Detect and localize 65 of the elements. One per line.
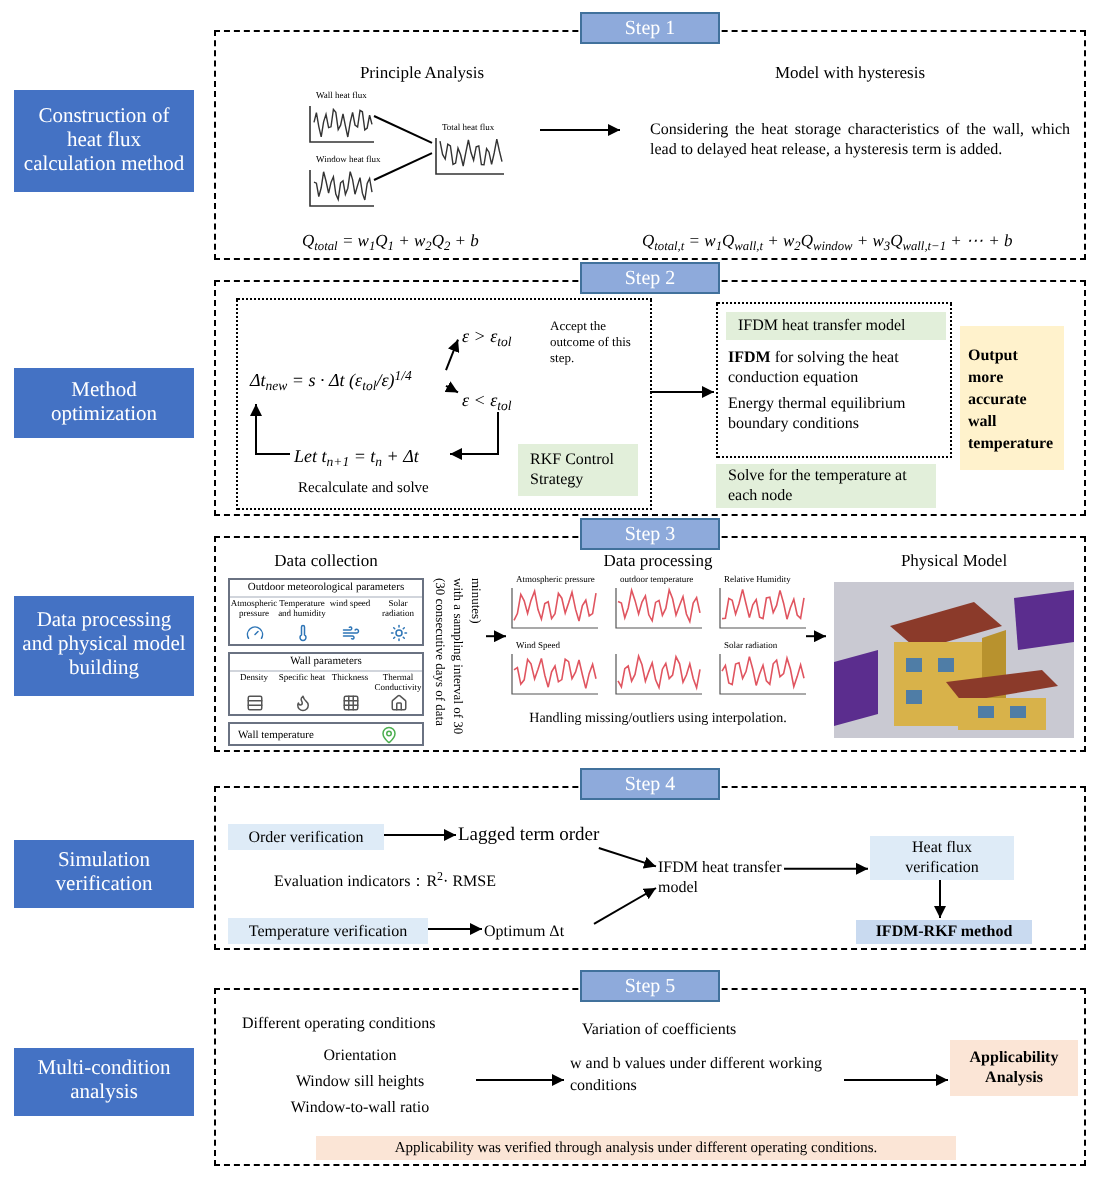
arrow [783, 862, 869, 875]
stage-box: Data processing and physical model building [14, 596, 194, 696]
arrow [485, 630, 507, 643]
section-title: Model with hysteresis [772, 60, 928, 86]
stage-box: Multi-condition analysis [14, 1048, 194, 1116]
arrow [593, 887, 657, 925]
highlight-box: Applicability Analysis [950, 1040, 1078, 1096]
step-text: IFDM heat transfer model [658, 854, 786, 902]
formula: Let t$_{n+1}$ = t$_{n}$ + Δt [294, 444, 454, 472]
parameter-panel [228, 578, 424, 646]
list-item: Orientation [323, 1046, 397, 1066]
stage-box: Simulation verification [14, 840, 194, 908]
dotted-box [716, 302, 952, 458]
step-tab: Step 5 [580, 970, 720, 1002]
arrow [449, 411, 499, 460]
highlight-box: IFDM heat transfer model [726, 312, 946, 340]
arrow [649, 386, 715, 398]
highlight-box: IFDM-RKF method [856, 920, 1032, 944]
section-title: Data processing [601, 548, 715, 574]
arrow [475, 1074, 565, 1086]
arrow [843, 1074, 949, 1086]
arrow [381, 829, 457, 841]
highlight-box: Output more accurate wall temperature [960, 326, 1064, 470]
step-tab: Step 1 [580, 12, 720, 44]
description-text: Considering the heat storage characteristics of the wall, which lead to delayed heat release, a hysteresis term is added. [650, 120, 1070, 160]
connector-line [373, 115, 433, 144]
arrow [597, 847, 657, 869]
arrow [444, 381, 459, 394]
arrow [250, 403, 291, 455]
highlight-box: RKF Control Strategy [518, 444, 638, 496]
step-tab: Step 4 [580, 768, 720, 800]
dotted-box [236, 298, 652, 510]
arrow [425, 923, 483, 935]
arrow [934, 877, 946, 919]
step-text: Lagged term order [458, 824, 626, 850]
step-tab: Step 3 [580, 518, 720, 550]
section-title: Different operating conditions [242, 1012, 436, 1036]
stage-box: Method optimization [14, 368, 194, 438]
highlight-box: Temperature verification [228, 918, 428, 944]
arrow [539, 124, 621, 136]
formula: Q$_{total}$ = w$_{1}$Q$_{1}$ + w$_{2}$Q$_{2}$ + b [302, 228, 479, 254]
arrow [445, 338, 460, 372]
highlight-box: Heat flux verification [870, 836, 1014, 880]
parameter-panel [228, 722, 424, 746]
highlight-box: Order verification [228, 824, 384, 850]
description-text: IFDM for solving the heat conduction equation [728, 348, 901, 388]
section-title: Physical Model [898, 548, 1010, 574]
section-title: Principle Analysis [357, 60, 487, 86]
step-tab: Step 2 [580, 262, 720, 294]
formula: Q$_{total,t}$ = w$_{1}$Q$_{wall,t}$ + w$_{2}$Q$_{window}$ + w$_{3}$Q$_{wall,t−1}$ + ⋯ + b [642, 228, 1013, 254]
arrow [805, 630, 827, 643]
section-title: Data collection [272, 548, 380, 574]
description-text: Energy thermal equilibrium boundary conditions [728, 394, 908, 434]
parameter-panel [228, 652, 424, 716]
note-text: Evaluation indicators：R$^{2}$· RMSE [274, 870, 496, 894]
highlight-box: Solve for the temperature at each node [716, 464, 936, 508]
formula: Δt$_{new}$ = s · Δt (ε$_{tol}$/ε)$^{1/4}$ [250, 356, 450, 408]
list-item: Window-to-wall ratio [290, 1098, 430, 1118]
section-title: Variation of coefficients [582, 1018, 737, 1042]
connector-line [373, 152, 433, 181]
step-text: Optimum Δt [484, 918, 596, 944]
description-text: w and b values under different working conditions [570, 1052, 825, 1096]
list-item: Window sill heights [295, 1072, 425, 1092]
formula: ε < ε$_{tol}$ [462, 388, 542, 416]
stage-box: Construction of heat flux calculation method [14, 90, 194, 192]
